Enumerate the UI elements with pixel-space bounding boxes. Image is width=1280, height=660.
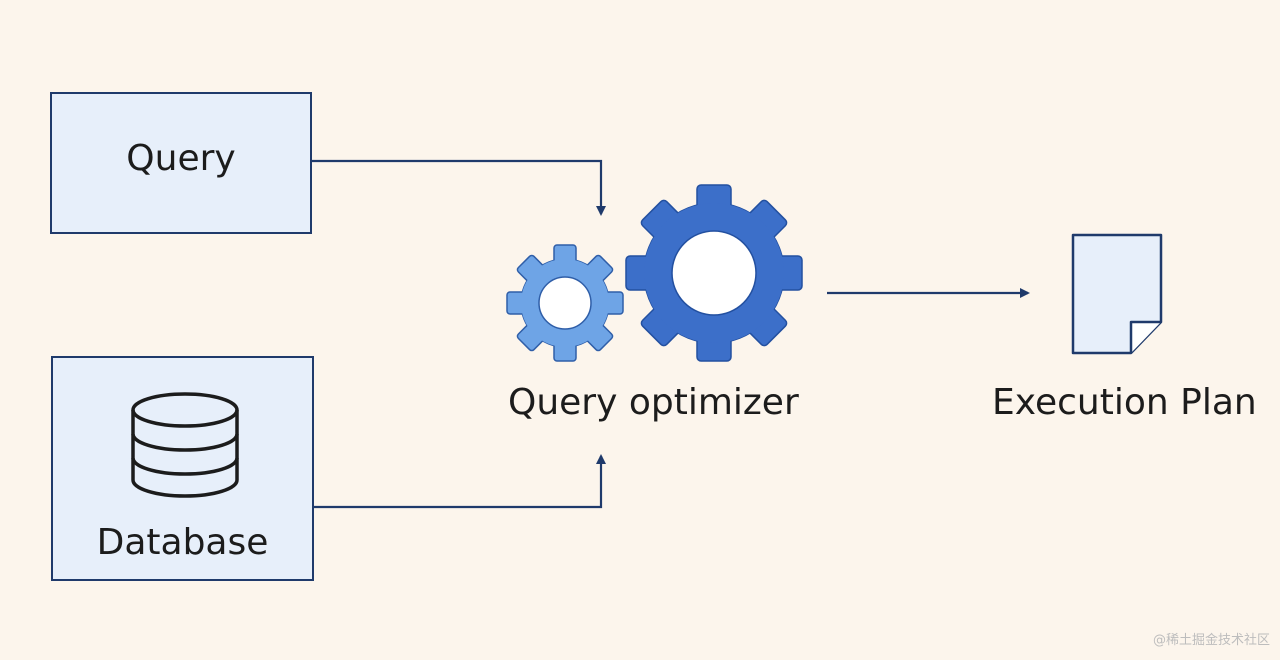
database-to-optimizer-arrow bbox=[314, 454, 606, 509]
query-box: Query bbox=[50, 92, 312, 234]
query-optimizer-label: Query optimizer bbox=[508, 382, 799, 423]
query-label: Query bbox=[126, 138, 236, 179]
database-label: Database bbox=[96, 522, 269, 563]
database-icon bbox=[131, 392, 239, 498]
small-gear-icon bbox=[506, 244, 624, 362]
database-box: Database bbox=[51, 356, 314, 581]
document-icon bbox=[1071, 233, 1163, 355]
large-gear-icon bbox=[625, 184, 803, 362]
execution-plan-label: Execution Plan bbox=[992, 382, 1257, 423]
watermark: @稀土掘金技术社区 bbox=[1152, 633, 1270, 648]
query-to-optimizer-arrow bbox=[312, 159, 606, 216]
